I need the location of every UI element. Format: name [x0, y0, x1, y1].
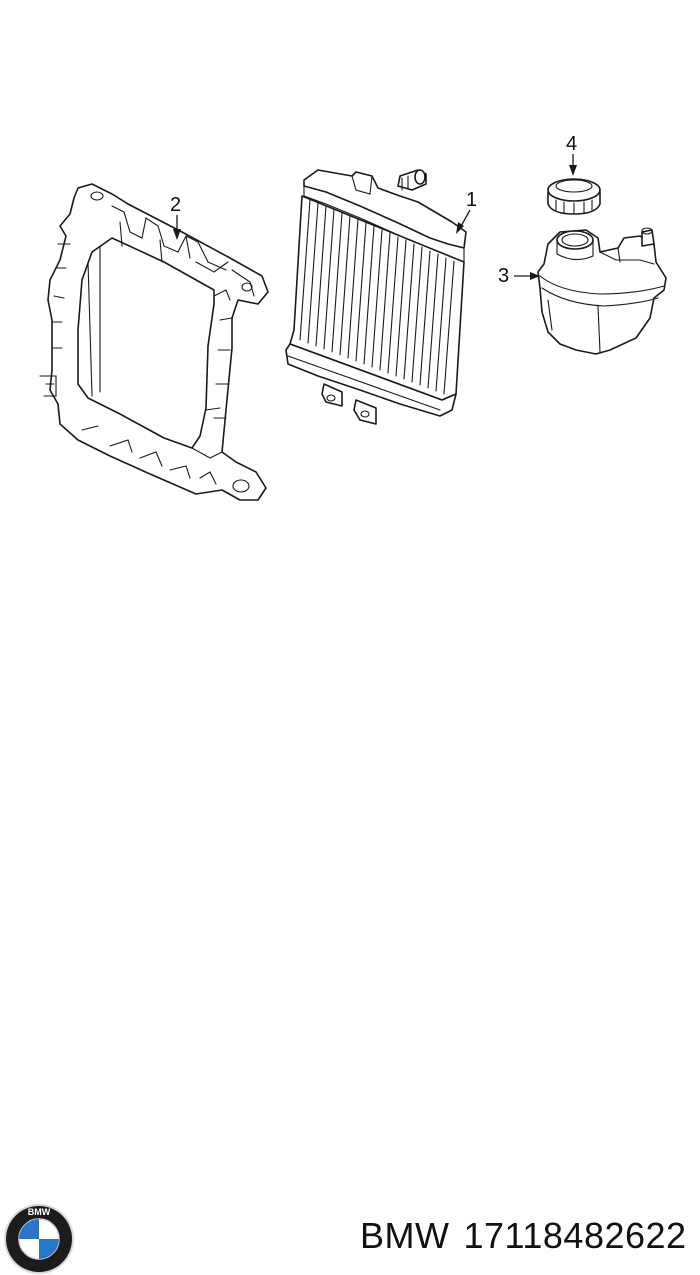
tank-cap-drawing — [547, 178, 601, 215]
part-label: BMW 17118482622 — [360, 1215, 700, 1257]
callout-2-label: 2 — [170, 194, 181, 216]
bmw-logo-icon: BMW — [4, 1204, 74, 1274]
callout-1-label: 1 — [466, 189, 477, 211]
callout-1: 1 — [456, 189, 477, 234]
radiator-frame-drawing — [39, 183, 269, 501]
expansion-tank-drawing — [537, 227, 667, 355]
callout-3-label: 3 — [498, 265, 509, 287]
footer: BMW BMW 17118482622 — [0, 600, 700, 1274]
callout-2: 2 — [170, 194, 181, 240]
callout-4: 4 — [566, 133, 577, 176]
brand-name: BMW — [360, 1215, 450, 1256]
callout-4-label: 4 — [566, 133, 577, 155]
callout-3: 3 — [498, 265, 540, 287]
parts-diagram: 1 2 3 4 — [39, 133, 667, 501]
svg-text:BMW: BMW — [28, 1207, 51, 1217]
part-number: 17118482622 — [463, 1215, 687, 1256]
radiator-drawing — [285, 169, 467, 425]
